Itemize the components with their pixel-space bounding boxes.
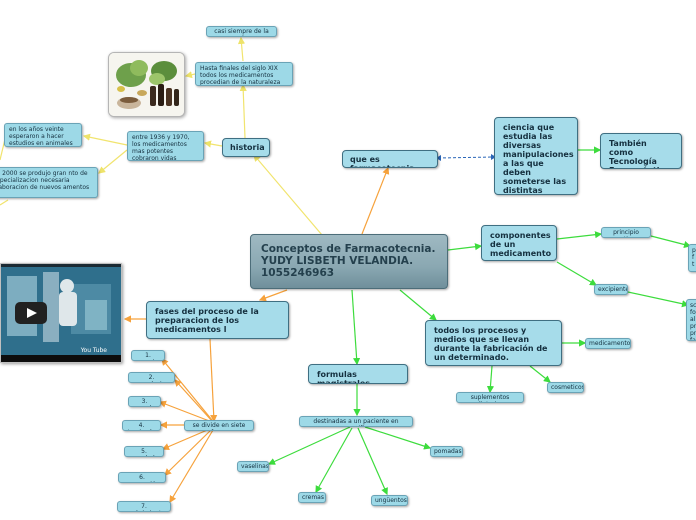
node-1936-1970[interactable]: entre 1936 y 1970, los medicamentos mas … xyxy=(127,131,204,161)
node-excipientes-desc[interactable]: sc fo al pr pr fa xyxy=(686,299,696,341)
node-formulas-magistrales[interactable]: formulas magistrales xyxy=(308,364,408,384)
node-tecnologia[interactable]: También como Tecnología Farmacéutica, xyxy=(600,133,682,169)
node-2000[interactable]: l a 2000 se produjo gran nto de especial… xyxy=(0,167,98,198)
central-id: 1055246963 xyxy=(261,267,335,279)
node-que-es-farmacotecnia[interactable]: que es farmacotecnia xyxy=(342,150,438,168)
node-cremas[interactable]: cremas xyxy=(298,492,326,503)
node-unguentos[interactable]: ungüentos xyxy=(371,495,408,506)
node-siete-fases[interactable]: se divide en siete fases xyxy=(184,420,254,431)
node-principio-desc[interactable]: p f t xyxy=(688,244,696,272)
node-fase-6[interactable]: 6. compresión xyxy=(118,472,166,483)
play-button[interactable] xyxy=(15,302,47,324)
node-fase-2[interactable]: 2. granulacion xyxy=(128,372,175,383)
node-definicion[interactable]: ciencia que estudia las diversas manipul… xyxy=(494,117,578,195)
node-raiz[interactable]: casi siempre de la raiz xyxy=(206,26,277,37)
youtube-logo: You Tube xyxy=(80,347,107,354)
node-historia[interactable]: historia xyxy=(222,138,270,157)
medicinal-plants-image xyxy=(108,52,185,117)
node-vaselinas[interactable]: vaselinas xyxy=(237,461,269,472)
node-fases[interactable]: fases del proceso de la preparacion de l… xyxy=(146,301,289,339)
node-fase-4[interactable]: 4. tamizado xyxy=(122,420,161,431)
node-fase-7[interactable]: 7. recubrimiento xyxy=(117,501,171,512)
node-excipientes[interactable]: excipientes xyxy=(594,284,628,295)
node-medicamentos[interactable]: medicamentos xyxy=(585,338,631,349)
node-cosmeticos[interactable]: cosmeticos xyxy=(547,382,584,393)
node-suplementos[interactable]: suplementos dietarios xyxy=(456,392,524,403)
node-anios-veinte[interactable]: en los años veinte esperaron a hacer est… xyxy=(4,123,82,147)
node-fase-5[interactable]: 5. mezclado xyxy=(124,446,164,457)
central-author: YUDY LISBETH VELANDIA. xyxy=(261,255,414,267)
node-componentes[interactable]: componentes de un medicamento xyxy=(481,225,557,261)
node-fase-3[interactable]: 3. secado xyxy=(128,396,161,407)
node-pomadas[interactable]: pomadas xyxy=(430,446,463,457)
central-topic[interactable]: Conceptos de Farmacotecnia. YUDY LISBETH… xyxy=(250,234,448,289)
video-thumbnail[interactable]: You Tube xyxy=(0,263,122,363)
node-principio-activo[interactable]: principio activo xyxy=(601,227,651,238)
node-procesos[interactable]: todos los procesos y medios que se lleva… xyxy=(425,320,562,366)
node-fase-1[interactable]: 1. pesaje xyxy=(131,350,165,361)
node-destinadas[interactable]: destinadas a un paciente en especifico xyxy=(299,416,413,427)
central-title: Conceptos de Farmacotecnia. xyxy=(261,243,436,255)
node-siglo-xix[interactable]: Hasta finales del siglo XIX todos los me… xyxy=(195,62,293,86)
